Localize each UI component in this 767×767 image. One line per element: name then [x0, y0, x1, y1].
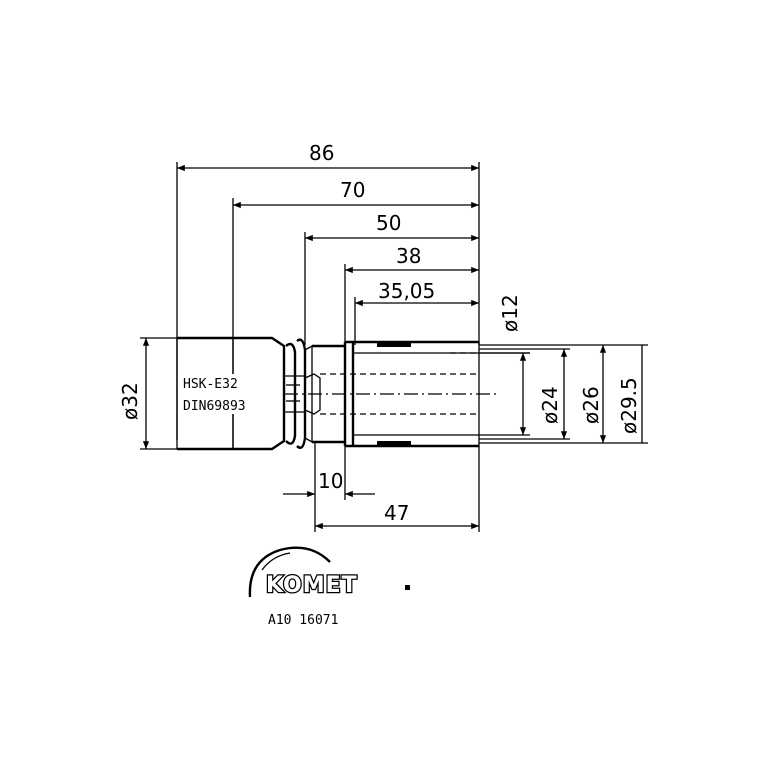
- komet-logo: KOMET: [248, 546, 410, 599]
- dim-dia-26-label: ø26: [579, 386, 603, 424]
- interface-label: HSK-E32: [183, 377, 238, 392]
- komet-logo-text: KOMET: [266, 573, 358, 598]
- dimension-dia-29-5: ø29.5: [479, 344, 648, 444]
- dimension-dia-26: ø26: [479, 348, 603, 440]
- standard-label: DIN69893: [183, 399, 246, 414]
- dim-70-label: 70: [340, 178, 365, 202]
- dim-35-05-label: 35,05: [378, 279, 435, 303]
- dimension-dia-12: ø12: [479, 294, 530, 354]
- part-outline: [176, 336, 500, 451]
- dim-dia-24-label: ø24: [538, 386, 562, 424]
- dim-47-label: 47: [384, 501, 409, 525]
- dimension-dia-32: ø32: [118, 337, 177, 450]
- part-number: A10 16071: [268, 613, 338, 628]
- dim-50-label: 50: [376, 211, 401, 235]
- dim-dia-12-label: ø12: [498, 294, 522, 332]
- dimension-50: 50: [304, 211, 479, 345]
- dimension-47: 47: [315, 446, 480, 532]
- dim-dia-29-5-label: ø29.5: [617, 377, 641, 434]
- dimension-38: 38: [344, 244, 479, 345]
- dimension-10: 10: [283, 442, 375, 532]
- dim-38-label: 38: [396, 244, 421, 268]
- dim-dia-32-label: ø32: [118, 382, 142, 420]
- dimension-dia-24: ø24: [479, 352, 562, 436]
- dimension-35-05: 35,05: [354, 279, 479, 345]
- dim-10-label: 10: [318, 469, 343, 493]
- dim-86-label: 86: [309, 141, 334, 165]
